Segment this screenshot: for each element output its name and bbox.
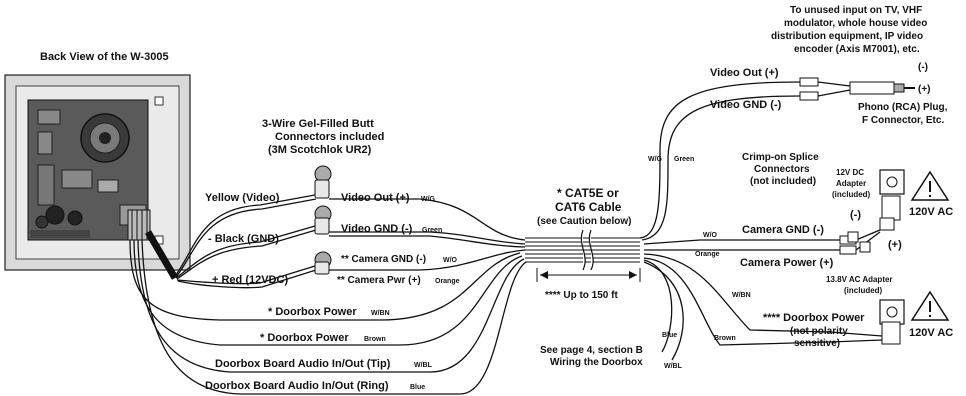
terminal-block: [127, 209, 151, 241]
diagram-title: Back View of the W-3005: [40, 51, 169, 63]
wire-color-wbl: W/BL: [414, 362, 433, 369]
label-dc-minus: (-): [850, 209, 861, 221]
wire-color-wbn-right: W/BN: [732, 292, 751, 299]
butt-connector-power: [314, 251, 332, 275]
wire-color-blue: Blue: [410, 384, 425, 391]
wire-label-video-gnd: Video GND (-): [341, 223, 413, 235]
wire-label-video-out: Video Out (+): [341, 192, 410, 204]
crimp-note-1: Crimp-on Splice: [742, 152, 819, 163]
see-page-note-1: See page 4, section B: [540, 345, 643, 356]
cable-length: **** Up to 150 ft: [545, 290, 618, 301]
tv-note-1: To unused input on TV, VHF: [790, 5, 922, 16]
rca-minus: (-): [918, 62, 928, 73]
wire-bundle-mid: [329, 198, 526, 271]
wire-color-wbn: W/BN: [371, 310, 390, 317]
w3005-panel: [4, 74, 191, 271]
wire-label-red: + Red (12VDC): [212, 274, 288, 286]
crimp-connectors: [839, 229, 881, 255]
cat5-cable: [525, 229, 640, 271]
crimp-note-3: (not included): [750, 176, 816, 187]
doorbox-power-note-2: (not polarity: [790, 326, 848, 337]
dc-adapter-3: (included): [832, 190, 871, 199]
plug-note-1: Phono (RCA) Plug,: [858, 102, 948, 113]
label-camera-gnd: Camera GND (-): [742, 224, 824, 236]
ac-adapter-2: (included): [844, 286, 883, 295]
wire-bundle-left: [129, 194, 527, 395]
wire-label-black: - Black (GND): [208, 233, 279, 245]
butt-connector-video: [314, 165, 332, 199]
label-video-gnd-right: Video GND (-): [710, 99, 782, 111]
cable-label-2: CAT6 Cable: [555, 200, 622, 214]
dc-adapter-1: 12V DC: [836, 168, 864, 177]
cable-label-3: (see Caution below): [537, 216, 631, 227]
wire-color-blue-right: Blue: [662, 332, 677, 339]
wire-bundle-right: [639, 81, 840, 361]
ac-adapter-icon: [829, 290, 950, 345]
butt-heading-2: Connectors included: [275, 131, 384, 143]
butt-connector-gnd: [314, 205, 332, 235]
label-video-out-right: Video Out (+): [710, 67, 779, 79]
tv-note-4: encoder (Axis M7001), etc.: [794, 44, 920, 55]
wire-label-yellow: Yellow (Video): [205, 192, 280, 204]
w3005-cable: [144, 230, 179, 280]
wire-color-green-right: Green: [674, 156, 694, 163]
wire-label-doorbox-power-2: * Doorbox Power: [260, 332, 349, 344]
label-dc-plus: (+): [888, 239, 902, 251]
plug-note-2: F Connector, Etc.: [862, 115, 944, 126]
wire-label-camera-pwr: ** Camera Pwr (+): [337, 275, 421, 286]
cable-label-1: * CAT5E or: [557, 186, 619, 200]
doorbox-power-note-3: sensitive): [794, 338, 840, 349]
wire-label-doorbox-power-1: * Doorbox Power: [268, 306, 357, 318]
wire-color-orange-right: Orange: [695, 251, 720, 258]
dc-adapter-2: Adapter: [836, 179, 866, 188]
ac-ac-label: 120V AC: [909, 327, 953, 339]
wire-color-wo: W/O: [443, 257, 458, 264]
doorbox-power-note-1: **** Doorbox Power: [763, 312, 865, 324]
see-page-note-2: Wiring the Doorbox: [550, 357, 643, 368]
dc-adapter-icon: [879, 169, 950, 231]
wire-color-wg-right: W/G: [648, 156, 663, 163]
ac-adapter-1: 13.8V AC Adapter: [826, 275, 893, 284]
butt-heading-1: 3-Wire Gel-Filled Butt: [262, 118, 374, 130]
wire-label-camera-gnd: ** Camera GND (-): [341, 254, 426, 265]
wire-color-green: Green: [422, 227, 442, 234]
wire-color-brown: Brown: [364, 336, 386, 343]
tv-note-2: modulator, whole house video: [784, 18, 927, 29]
tv-note-3: distribution equipment, IP video: [771, 31, 923, 42]
wire-label-audio-ring: Doorbox Board Audio In/Out (Ring): [205, 380, 389, 392]
crimp-note-2: Connectors: [754, 164, 810, 175]
wire-color-brown-right: Brown: [714, 335, 736, 342]
rca-plus: (+): [918, 84, 931, 95]
wire-color-wo-right: W/O: [703, 232, 718, 239]
rca-plug-icon: [799, 77, 915, 101]
wire-color-wbl-right: W/BL: [664, 363, 683, 370]
length-arrow: [536, 268, 641, 282]
butt-heading-3: (3M Scotchlok UR2): [268, 144, 372, 156]
wire-color-wg: W/G: [421, 196, 436, 203]
wire-color-orange: Orange: [435, 278, 460, 285]
dc-ac-label: 120V AC: [909, 206, 953, 218]
label-camera-power: Camera Power (+): [740, 257, 834, 269]
wire-label-audio-tip: Doorbox Board Audio In/Out (Tip): [215, 358, 391, 370]
